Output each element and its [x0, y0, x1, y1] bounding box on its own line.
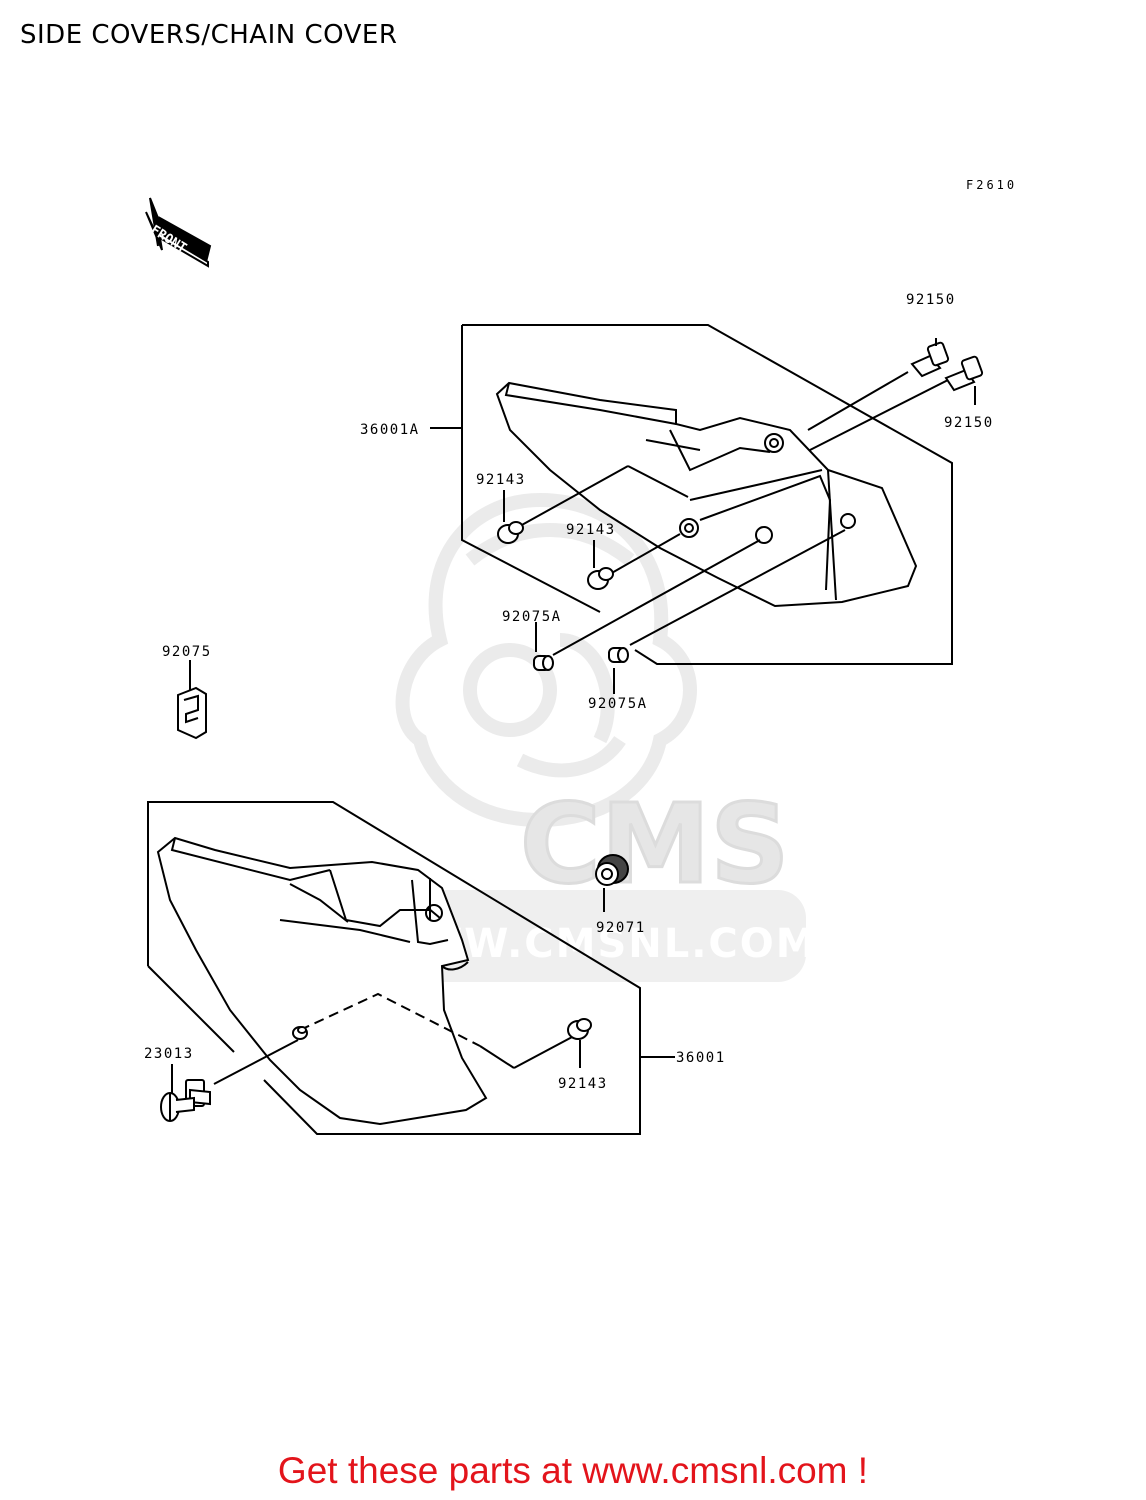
part-label-36001: 36001 [676, 1050, 726, 1066]
clip-icon [177, 660, 207, 740]
part-label-92075A-bottom: 92075A [588, 696, 648, 712]
part-label-92143-a: 92143 [476, 472, 526, 488]
watermark-brand: CMS [520, 780, 789, 908]
grommet-icon [497, 490, 614, 590]
chain-cover [495, 381, 918, 608]
footer-link[interactable]: Get these parts at www.cmsnl.com ! [277, 1450, 869, 1491]
side-cover [156, 836, 488, 1126]
watermark [395, 492, 697, 828]
part-label-92071: 92071 [596, 920, 646, 936]
part-label-92075: 92075 [162, 644, 212, 660]
part-label-23013: 23013 [144, 1046, 194, 1062]
part-label-92143-c: 92143 [558, 1076, 608, 1092]
grommet-92071-icon [595, 854, 629, 912]
lower-group-box [147, 801, 641, 1135]
collar-icon [533, 622, 629, 694]
part-label-92075A-top: 92075A [502, 609, 562, 625]
bolt-icon [910, 338, 984, 405]
part-label-92150-top: 92150 [906, 292, 956, 308]
lower-assembly [147, 801, 675, 1135]
figure-code: F2610 [966, 178, 1018, 192]
part-label-92143-b: 92143 [566, 522, 616, 538]
part-label-92150-right: 92150 [944, 415, 994, 431]
page-title: SIDE COVERS/CHAIN COVER [20, 20, 398, 50]
part-label-36001A: 36001A [360, 422, 420, 438]
quarter-turn-screw-icon [160, 1064, 211, 1122]
front-arrow-icon: FRONT [145, 197, 212, 268]
upper-group-box [462, 324, 953, 665]
upper-assembly [430, 324, 953, 665]
grommet-lower-icon [292, 1018, 592, 1068]
